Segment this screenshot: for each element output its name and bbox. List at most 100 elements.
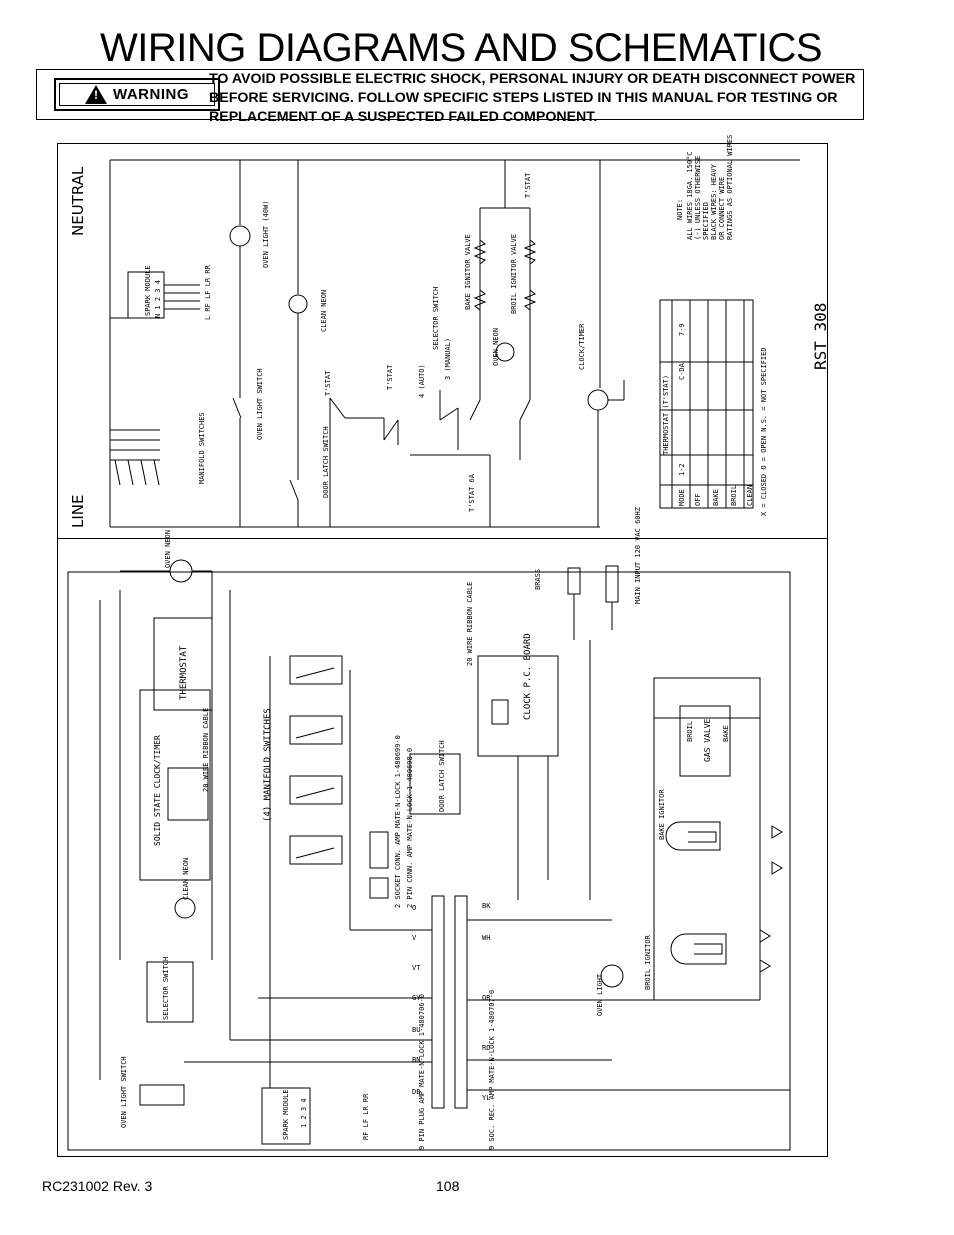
- tstat-table-header-5: 7-9: [678, 323, 686, 336]
- w-gas-valve-broil: BROIL: [686, 721, 694, 742]
- w-main-input-label: MAIN INPUT 120 VAC 60HZ: [634, 507, 642, 604]
- oven-light-switch-block: [139, 1084, 185, 1106]
- w-manifold-label: (4) MANIFOLD SWITCHES: [263, 708, 273, 822]
- w-thermostat-label: THERMOSTAT: [179, 645, 189, 700]
- manifold-switches-label: MANIFOLD SWITCHES: [198, 412, 206, 484]
- tstat-table-header-4: C-DA: [678, 362, 686, 380]
- selector-auto-label: 4 (AUTO): [418, 364, 426, 398]
- w-plug-9pin-left: 9 PIN PLUG AMP MATE-N-LOCK 1-480706-0: [418, 994, 426, 1150]
- model-label: RST 308: [811, 303, 830, 370]
- selector-switch-label: SELECTOR SWITCH: [432, 287, 440, 350]
- warning-badge-label: WARNING: [113, 86, 189, 103]
- w-oven-neon-label: OVEN NEON: [164, 530, 172, 568]
- w-wire-or: OR: [482, 994, 491, 1002]
- w-wire-vt: VT: [412, 964, 421, 972]
- notes-line-3: (-) UNLESS OTHERWISE: [694, 156, 702, 240]
- page-title: WIRING DIAGRAMS AND SCHEMATICS: [100, 26, 823, 70]
- spark-terminals-label: N 1 2 3 4: [154, 280, 162, 318]
- bake-valve-coil: [473, 239, 487, 265]
- tstat-table-header-1: 1-2: [678, 463, 686, 476]
- broil-ignitor-symbol: [670, 933, 727, 965]
- nine-pin-socket: [454, 895, 468, 1109]
- w-bake-ignitor-label: BAKE IGNITOR: [658, 789, 666, 840]
- w-wire-bu: BU: [412, 1026, 420, 1034]
- w-wire-bn: BN: [412, 1056, 420, 1064]
- clean-neon-label: CLEAN NEON: [320, 290, 328, 332]
- solid-state-clock-block: [139, 689, 211, 881]
- broil-ignitor-valve-label: BROIL IGNITOR VALVE: [510, 234, 518, 314]
- tstat-table-header-mode: MODE: [678, 489, 686, 506]
- broil-valve-coil: [523, 239, 537, 265]
- notes-line-2: ALL WIRES 18GA. 150°C: [686, 151, 694, 240]
- tstat-label-3: T'STAT: [524, 172, 532, 198]
- warning-text: TO AVOID POSSIBLE ELECTRIC SHOCK, PERSON…: [209, 71, 856, 125]
- tstat-6a-label: T'STAT 6A: [468, 473, 476, 512]
- w-wire-bk: BK: [482, 902, 491, 910]
- oven-neon-label: OVEN NEON: [492, 328, 500, 366]
- warning-box: ! WARNING TO AVOID POSSIBLE ELECTRIC SHO…: [36, 69, 864, 125]
- w-plug-socket: 2 SOCKET CONN. AMP MATE-N-LOCK 1-480699-…: [394, 735, 402, 908]
- clock-timer-label: CLOCK/TIMER: [578, 323, 586, 370]
- w-spark-terms-bottom: RF LF LR RR: [362, 1093, 370, 1140]
- clock-timer-symbol: [587, 389, 609, 411]
- tstat-table-row-clean: CLEAN: [746, 485, 754, 506]
- w-wire-db: DB: [412, 1088, 420, 1096]
- spark-outputs-label: L RF LF LR RR: [204, 264, 212, 320]
- notes-line-6: OR CONNECT WIRE: [718, 177, 726, 240]
- w-wire-rd: RD: [482, 1044, 490, 1052]
- thermostat-block: [153, 617, 213, 711]
- tstat-table-row-broil: BROIL: [730, 485, 738, 506]
- line-label: LINE: [69, 495, 87, 528]
- w-door-latch-label: DOOR LATCH SWITCH: [438, 740, 446, 812]
- w-oven-light-switch-label: OVEN LIGHT SWITCH: [120, 1056, 128, 1128]
- notes-line-5: BLACK WIRES: HEAVY: [710, 163, 718, 240]
- tstat-table-title: THERMOSTAT (T'STAT): [662, 375, 670, 455]
- w-broil-ignitor-label: BROIL IGNITOR: [644, 934, 652, 990]
- diagram-frame: [57, 143, 828, 1157]
- door-latch-switch-label: DOOR LATCH SWITCH: [322, 426, 330, 498]
- oven-light-switch-label: OVEN LIGHT SWITCH: [256, 368, 264, 440]
- clock-board-block: [477, 655, 559, 757]
- w-spark-module-label: SPARK MODULE: [282, 1089, 290, 1140]
- w-wire-gy: GY: [412, 994, 421, 1002]
- door-latch-switch-block: [409, 753, 461, 815]
- clean-neon-symbol: [288, 294, 308, 314]
- w-cable-label: 20 WIRE RIBBON CABLE: [202, 708, 210, 792]
- w-gas-valve-label: GAS VALVE: [703, 718, 712, 762]
- w-wire-v: V: [412, 934, 417, 942]
- warning-badge: ! WARNING: [54, 78, 220, 111]
- tstat-table-legend: X = CLOSED O = OPEN N.S. = NOT SPECIFIED: [760, 347, 768, 516]
- notes-line-4: SPECIFIED: [702, 202, 710, 240]
- oven-light-label: OVEN LIGHT (40W): [262, 201, 270, 268]
- oven-light-symbol: [229, 225, 251, 247]
- selector-switch-block: [146, 961, 194, 1023]
- tstat-label-2: T'STAT: [386, 364, 394, 390]
- bake-ignitor-valve-label: BAKE IGNITOR VALVE: [464, 234, 472, 310]
- bake-ignitor-symbol: [665, 821, 721, 851]
- neutral-label: NEUTRAL: [69, 166, 87, 236]
- tstat-label-1: T'STAT: [324, 370, 332, 396]
- w-plug-9pin-right: 9 SOC. REC. AMP MATE-N-LOCK 1-480707-0: [488, 990, 496, 1150]
- oven-neon-top-symbol: [169, 559, 193, 583]
- gas-valve-block: [679, 705, 731, 777]
- page-number: 108: [436, 1178, 460, 1194]
- w-wire-o: O: [412, 904, 416, 912]
- w-oven-light-label: OVEN LIGHT: [596, 973, 604, 1016]
- wiring-border: [67, 571, 791, 1151]
- w-wire-yl: YL: [482, 1094, 490, 1102]
- nine-pin-plug: [431, 895, 445, 1109]
- spark-module-lower-block: [261, 1087, 311, 1145]
- oven-neon-symbol: [495, 342, 515, 362]
- selector-manual-label: 3 (MANUAL): [444, 338, 452, 380]
- clean-neon-lower-symbol: [174, 897, 196, 919]
- tstat-table-row-bake: BAKE: [712, 489, 720, 506]
- w-spark-terms-top: 1 2 3 4: [300, 1098, 308, 1128]
- w-selector-label: SELECTOR SWITCH: [162, 957, 170, 1020]
- tstat-table-row-off: OFF: [694, 493, 702, 506]
- warning-triangle-icon: !: [85, 85, 107, 104]
- w-clean-neon-label: CLEAN NEON: [182, 858, 190, 900]
- thermostat-table: [659, 299, 754, 509]
- w-plug-2pin: 2 PIN CONN. AMP MATE-N-LOCK 1-480698-0: [406, 748, 414, 908]
- w-brass-label: BRASS: [534, 569, 542, 590]
